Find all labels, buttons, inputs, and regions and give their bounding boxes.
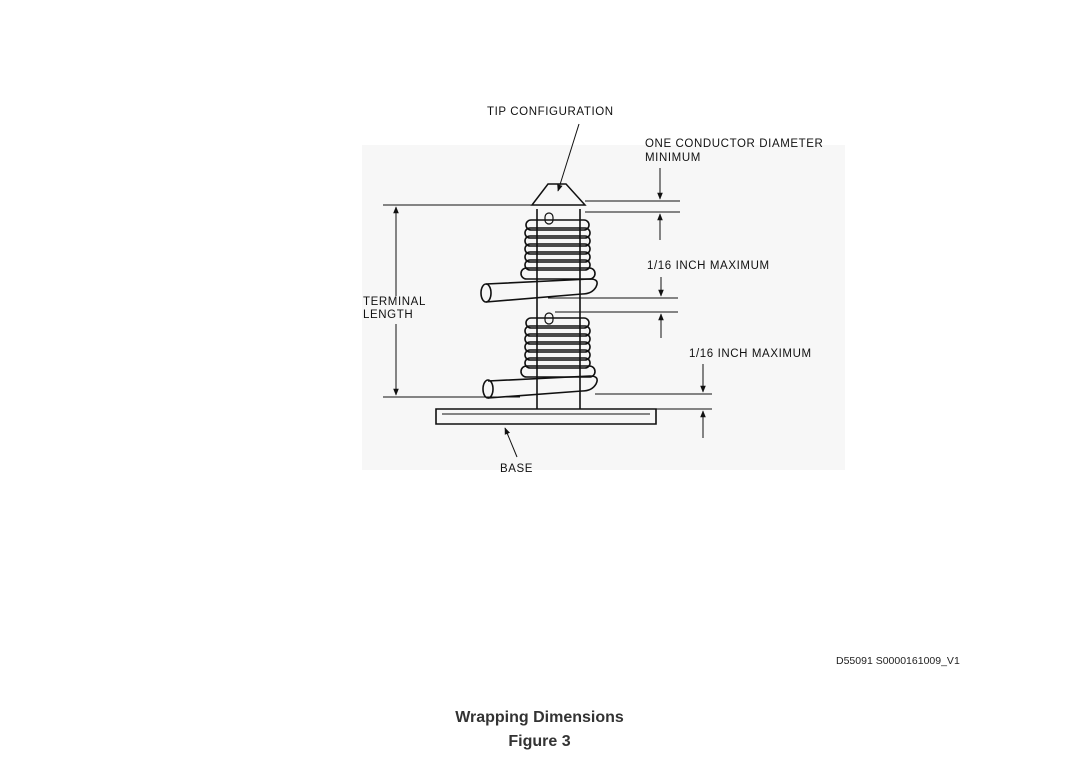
- tip-leader-arrow: [557, 123, 580, 192]
- tip-configuration-label: TIP CONFIGURATION: [487, 106, 614, 118]
- terminal-label: TERMINAL: [363, 296, 426, 308]
- base-label: BASE: [500, 463, 534, 475]
- document-id: D55091 S0000161009_V1: [836, 655, 960, 667]
- base-leader-arrow: [504, 427, 518, 458]
- lower-sixteenth-label: 1/16 INCH MAXIMUM: [689, 348, 812, 360]
- lower-wire-lead: [487, 375, 598, 399]
- figure-title: Wrapping Dimensions: [455, 709, 624, 726]
- upper-wrap-coils: [480, 212, 598, 303]
- conductor-minimum-label: MINIMUM: [645, 152, 701, 164]
- upper-sixteenth-label: 1/16 INCH MAXIMUM: [647, 260, 770, 272]
- length-label: LENGTH: [363, 309, 414, 321]
- upper-wire-lead: [485, 278, 598, 303]
- lower-wrap-coils: [482, 312, 598, 399]
- drawing-background: [362, 145, 845, 470]
- figure-number: Figure 3: [508, 733, 571, 750]
- base-plate: [435, 408, 657, 425]
- conductor-diameter-label: ONE CONDUCTOR DIAMETER: [645, 138, 824, 150]
- tip-configuration: [530, 183, 587, 206]
